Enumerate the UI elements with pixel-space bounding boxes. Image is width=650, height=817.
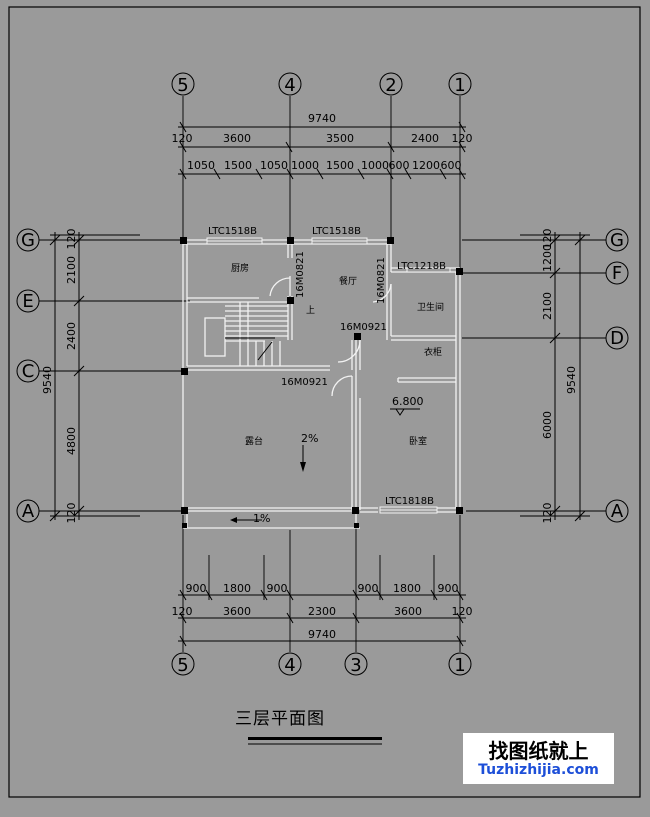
dim-bottom-detail-1: 900 <box>186 582 207 595</box>
dim-bottom-detail-3: 900 <box>267 582 288 595</box>
axis-circle-1-top <box>448 72 472 96</box>
window-label-1: LTC1518B <box>208 226 257 237</box>
room-bedroom: 卧室 <box>409 435 427 447</box>
dim-top-mid-1: 120 <box>172 132 193 145</box>
dim-top-mid-5: 120 <box>452 132 473 145</box>
dim-bottom-total: 9740 <box>308 628 336 641</box>
title-underline-thick <box>248 737 382 740</box>
grid-lines-vertical <box>182 96 461 652</box>
dim-bottom-detail-5: 1800 <box>393 582 421 595</box>
dim-top-detail-6: 1000 <box>361 159 389 172</box>
columns <box>180 237 463 528</box>
dim-left-1: 120 <box>65 229 78 250</box>
dim-right-3: 2100 <box>541 292 554 320</box>
dim-left-3: 2400 <box>65 322 78 350</box>
dim-top-detail-4: 1000 <box>291 159 319 172</box>
windows <box>206 237 451 514</box>
axis-label-5-top: 5 <box>177 75 188 96</box>
axis-label-A-right: A <box>611 501 624 522</box>
watermark-logo: 找图纸就上 Tuzhizhijia.com <box>463 733 614 784</box>
axis-label-G-left: G <box>21 230 35 251</box>
slope-balcony-label: 1% <box>253 512 270 525</box>
dim-top-detail-7: 600 <box>389 159 410 172</box>
dim-right-4: 6000 <box>541 411 554 439</box>
drawing-frame <box>8 6 641 798</box>
axis-label-2-top: 2 <box>385 75 396 96</box>
axis-markers-bottom: 5 4 3 1 <box>171 652 472 676</box>
axis-label-D-right: D <box>610 328 624 349</box>
dim-left-4: 4800 <box>65 427 78 455</box>
axis-circle-5-top <box>171 72 195 96</box>
window-label-2: LTC1518B <box>312 226 361 237</box>
dim-top-mid-4: 2400 <box>411 132 439 145</box>
axis-label-1-bottom: 1 <box>454 655 465 676</box>
dim-right-5: 120 <box>541 503 554 524</box>
dim-top-detail-8: 1200 <box>412 159 440 172</box>
dim-top-detail-2: 1500 <box>224 159 252 172</box>
dim-bottom-detail-6: 900 <box>438 582 459 595</box>
axis-label-C-left: C <box>22 361 35 382</box>
dim-bottom-mid-1: 120 <box>172 605 193 618</box>
axis-label-1-top: 1 <box>454 75 465 96</box>
dim-left-total: 9540 <box>41 366 54 394</box>
dim-top-detail-9: 600 <box>441 159 462 172</box>
dim-left-5: 120 <box>65 503 78 524</box>
logo-url: Tuzhizhijia.com <box>478 762 599 778</box>
dim-top-detail-5: 1500 <box>326 159 354 172</box>
room-terrace: 露台 <box>245 435 263 447</box>
drawing-title: 三层平面图 <box>235 709 325 729</box>
window-label-3: LTC1218B <box>397 261 446 272</box>
door-label-2: 16M0821 <box>376 257 387 304</box>
axis-label-G-right: G <box>610 230 624 251</box>
door-label-4: 16M0921 <box>281 377 328 388</box>
dim-bottom-mid-5: 120 <box>452 605 473 618</box>
door-label-1: 16M0821 <box>295 251 306 298</box>
dim-top-mid-2: 3600 <box>223 132 251 145</box>
elevation-label: 6.800 <box>392 395 424 408</box>
dim-bottom-detail-2: 1800 <box>223 582 251 595</box>
dim-bottom-mid-3: 2300 <box>308 605 336 618</box>
dim-bottom-mid-4: 3600 <box>394 605 422 618</box>
dim-left-2: 2100 <box>65 256 78 284</box>
room-wardrobe: 衣柜 <box>424 346 442 358</box>
elevation-marker <box>390 408 420 416</box>
room-kitchen: 厨房 <box>231 262 249 274</box>
axis-label-3-bottom: 3 <box>350 655 361 676</box>
axis-label-E-left: E <box>22 291 33 312</box>
stair-up-label: 上 <box>306 305 315 316</box>
door-label-3: 16M0921 <box>340 322 387 333</box>
axis-label-5-bottom: 5 <box>177 655 188 676</box>
slope-arrows <box>230 445 306 523</box>
axis-markers-left: G E C A <box>16 228 40 523</box>
dim-top-detail-3: 1050 <box>260 159 288 172</box>
dim-bottom-detail-4: 900 <box>358 582 379 595</box>
dim-right-2: 1200 <box>541 244 554 272</box>
axis-circle-4-top <box>278 72 302 96</box>
room-dining: 餐厅 <box>339 275 357 287</box>
window-label-4: LTC1818B <box>385 496 434 507</box>
axis-label-4-top: 4 <box>284 75 295 96</box>
axis-label-4-bottom: 4 <box>284 655 295 676</box>
axis-label-A-left: A <box>22 501 35 522</box>
dim-bottom-mid-2: 3600 <box>223 605 251 618</box>
door-swings <box>269 276 392 398</box>
dim-right-1: 120 <box>541 229 554 250</box>
logo-text: 找图纸就上 <box>488 739 589 763</box>
axis-markers-top: 5 4 2 1 <box>171 72 472 96</box>
axis-markers-right: G F D A <box>605 228 629 523</box>
dim-top-mid-3: 3500 <box>326 132 354 145</box>
dim-right-total: 9540 <box>565 366 578 394</box>
dim-top-detail-1: 1050 <box>187 159 215 172</box>
axis-label-F-right: F <box>612 263 622 284</box>
dim-top-total: 9740 <box>308 112 336 125</box>
slope-terrace-label: 2% <box>301 432 318 445</box>
room-bathroom: 卫生间 <box>417 301 444 313</box>
axis-circle-2-top <box>379 72 403 96</box>
